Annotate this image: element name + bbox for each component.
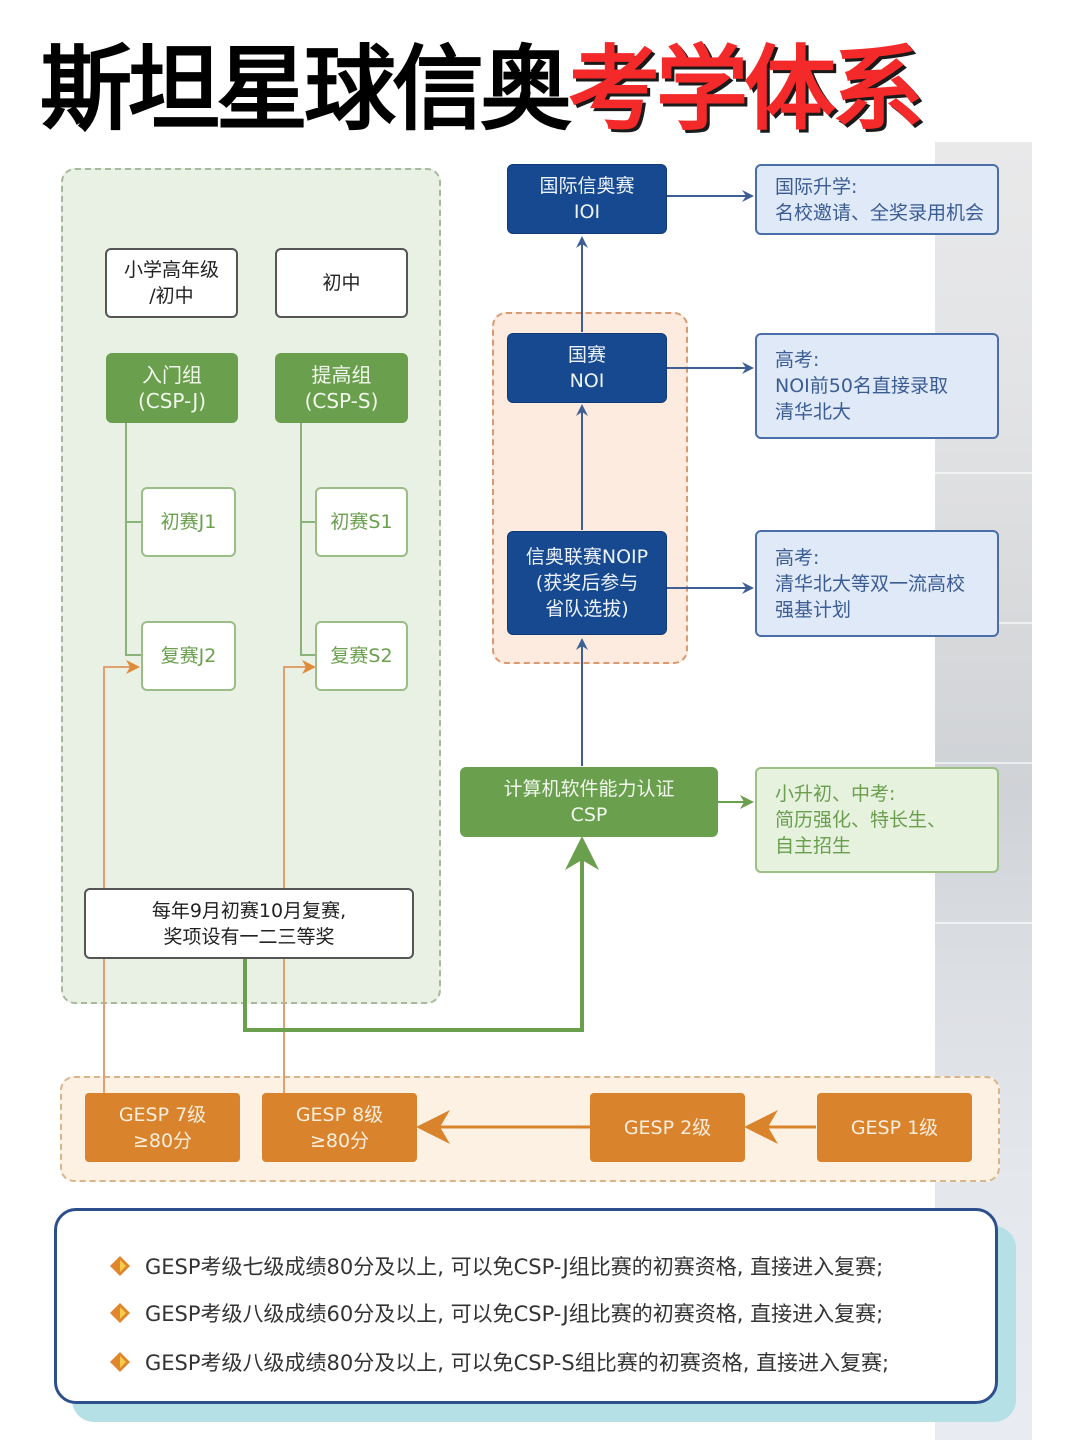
- group-csp-s[interactable]: 提高组 (CSP-S): [275, 353, 408, 423]
- gesp-level-1[interactable]: GESP 1级: [817, 1093, 972, 1162]
- note-item: GESP考级八级成绩60分及以上, 可以免CSP-J组比赛的初赛资格, 直接进入…: [109, 1298, 883, 1328]
- round-j2[interactable]: 复赛J2: [141, 621, 236, 691]
- note-item: GESP考级八级成绩80分及以上, 可以免CSP-S组比赛的初赛资格, 直接进入…: [109, 1347, 889, 1377]
- gesp-level-7[interactable]: GESP 7级 ≥80分: [85, 1093, 240, 1162]
- round-j1[interactable]: 初赛J1: [141, 487, 236, 557]
- round-s1[interactable]: 初赛S1: [315, 487, 408, 557]
- gesp7-to-j2-arrow: [103, 660, 140, 1093]
- noip-outcome: 高考: 清华北大等双一流高校 强基计划: [755, 530, 999, 637]
- round-s2[interactable]: 复赛S2: [315, 621, 408, 691]
- noi-box[interactable]: 国赛 NOI: [507, 333, 667, 403]
- level-junior-high: 初中: [275, 248, 408, 318]
- notes-panel: GESP考级七级成绩80分及以上, 可以免CSP-J组比赛的初赛资格, 直接进入…: [54, 1208, 998, 1404]
- note-text: GESP考级八级成绩60分及以上, 可以免CSP-J组比赛的初赛资格, 直接进入…: [145, 1302, 884, 1326]
- schedule-note: 每年9月初赛10月复赛, 奖项设有一二三等奖: [84, 888, 414, 959]
- diamond-bullet-icon: [109, 1255, 131, 1277]
- tree-line-j: [125, 423, 142, 656]
- noip-box[interactable]: 信奥联赛NOIP (获奖后参与 省队选拔): [507, 531, 667, 635]
- page-title: 斯坦星球信奥考学体系: [40, 30, 1040, 150]
- gesp-level-8[interactable]: GESP 8级 ≥80分: [262, 1093, 417, 1162]
- level-primary-upper: 小学高年级 /初中: [105, 248, 238, 318]
- schedule-to-csp-arrow: [243, 836, 599, 1032]
- csp-box[interactable]: 计算机软件能力认证 CSP: [460, 767, 718, 837]
- gesp-level-2[interactable]: GESP 2级: [590, 1093, 745, 1162]
- diamond-bullet-icon: [109, 1351, 131, 1373]
- tree-line-s: [300, 423, 316, 656]
- diamond-bullet-icon: [109, 1302, 131, 1324]
- ioi-outcome: 国际升学: 名校邀请、全奖录用机会: [755, 164, 999, 235]
- note-text: GESP考级七级成绩80分及以上, 可以免CSP-J组比赛的初赛资格, 直接进入…: [145, 1255, 884, 1279]
- ioi-box[interactable]: 国际信奥赛 IOI: [507, 164, 667, 234]
- note-text: GESP考级八级成绩80分及以上, 可以免CSP-S组比赛的初赛资格, 直接进入…: [145, 1351, 890, 1375]
- csp-outcome: 小升初、中考: 简历强化、特长生、 自主招生: [755, 767, 999, 873]
- noi-outcome: 高考: NOI前50名直接录取 清华北大: [755, 333, 999, 439]
- title-red-part: 考学体系: [568, 36, 924, 143]
- title-black-part: 斯坦星球信奥: [40, 36, 572, 143]
- note-item: GESP考级七级成绩80分及以上, 可以免CSP-J组比赛的初赛资格, 直接进入…: [109, 1251, 883, 1281]
- group-csp-j[interactable]: 入门组 (CSP-J): [106, 353, 238, 423]
